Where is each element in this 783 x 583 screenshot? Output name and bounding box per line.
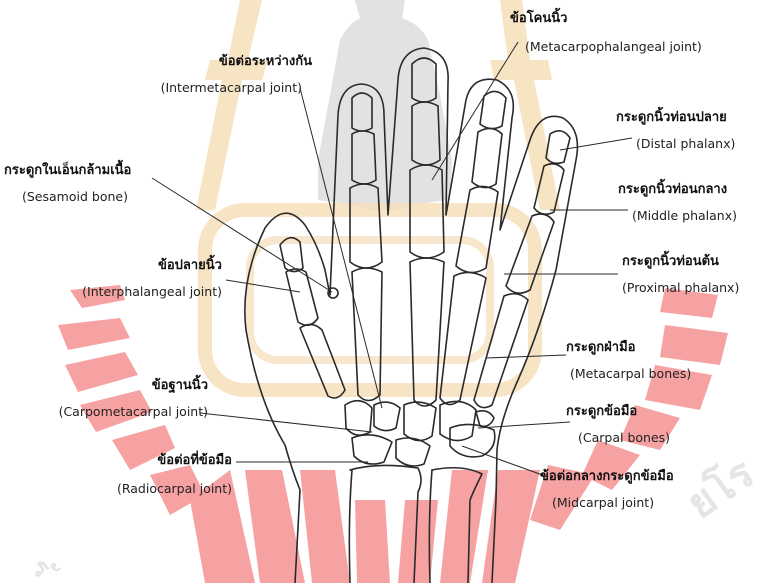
label-carpometacarpal-english: (Carpometacarpal joint) (2, 404, 208, 420)
thumb-proximal-phalanx (286, 269, 318, 325)
watermark-rim-left: ร ั (26, 552, 63, 583)
label-interphalangeal-english: (Interphalangeal joint) (20, 284, 222, 300)
thumb-bones (280, 238, 345, 398)
label-metacarpophalangeal-english: (Metacarpophalangeal joint) (525, 39, 702, 55)
label-intermetacarpal-thai: ข้อต่อระหว่างกัน (140, 54, 312, 70)
label-radiocarpal-thai: ข้อต่อที่ข้อมือ (100, 453, 232, 469)
label-midcarpal-thai: ข้อต่อกลางกระดูกข้อมือ (540, 469, 674, 485)
leader-sesamoid (152, 178, 332, 292)
label-interphalangeal-thai: ข้อปลายนิ้ว (100, 258, 222, 274)
watermark-rim-right: ยโร (678, 448, 764, 528)
label-sesamoid-english: (Sesamoid bone) (22, 189, 128, 205)
label-metacarpal-english: (Metacarpal bones) (570, 366, 691, 382)
label-middle-phalanx-thai: กระดูกนิ้วท่อนกลาง (618, 182, 727, 198)
ring-middle (472, 128, 502, 187)
label-metacarpophalangeal-thai: ข้อโคนนิ้ว (510, 11, 567, 27)
label-radiocarpal-english: (Radiocarpal joint) (80, 481, 232, 497)
label-sesamoid-thai: กระดูกในเอ็นกล้ามเนื้อ (4, 163, 131, 179)
carpal-lunate (396, 438, 430, 466)
carpal-pisiform (476, 411, 494, 426)
watermark-figure (318, 0, 452, 210)
label-metacarpal-thai: กระดูกฝ่ามือ (566, 340, 635, 356)
radius-bone-left-edge (349, 470, 352, 583)
watermark-rail-right (490, 0, 560, 210)
label-intermetacarpal-english: (Intermetacarpal joint) (90, 80, 302, 96)
watermark-rail-left (196, 0, 268, 210)
label-proximal-phalanx-english: (Proximal phalanx) (622, 280, 739, 296)
carpal-bones (345, 401, 495, 466)
label-carpal-thai: กระดูกข้อมือ (566, 404, 637, 420)
carpal-hamate (440, 401, 476, 440)
label-distal-phalanx-english: (Distal phalanx) (636, 136, 735, 152)
label-middle-phalanx-english: (Middle phalanx) (632, 208, 737, 224)
label-distal-phalanx-thai: กระดูกนิ้วท่อนปลาย (616, 110, 727, 126)
label-carpometacarpal-thai: ข้อฐานนิ้ว (80, 378, 208, 394)
watermark-emblem-inner (250, 240, 490, 360)
index-metacarpal (352, 268, 382, 401)
label-midcarpal-english: (Midcarpal joint) (552, 495, 654, 511)
carpal-trapezoid (374, 402, 400, 430)
carpal-scaphoid (352, 435, 392, 464)
label-carpal-english: (Carpal bones) (578, 430, 670, 446)
label-proximal-phalanx-thai: กระดูกนิ้วท่อนต้น (622, 254, 719, 270)
leader-distal-phalanx (560, 138, 632, 150)
carpal-capitate (404, 402, 436, 440)
leader-metacarpal (486, 355, 566, 358)
